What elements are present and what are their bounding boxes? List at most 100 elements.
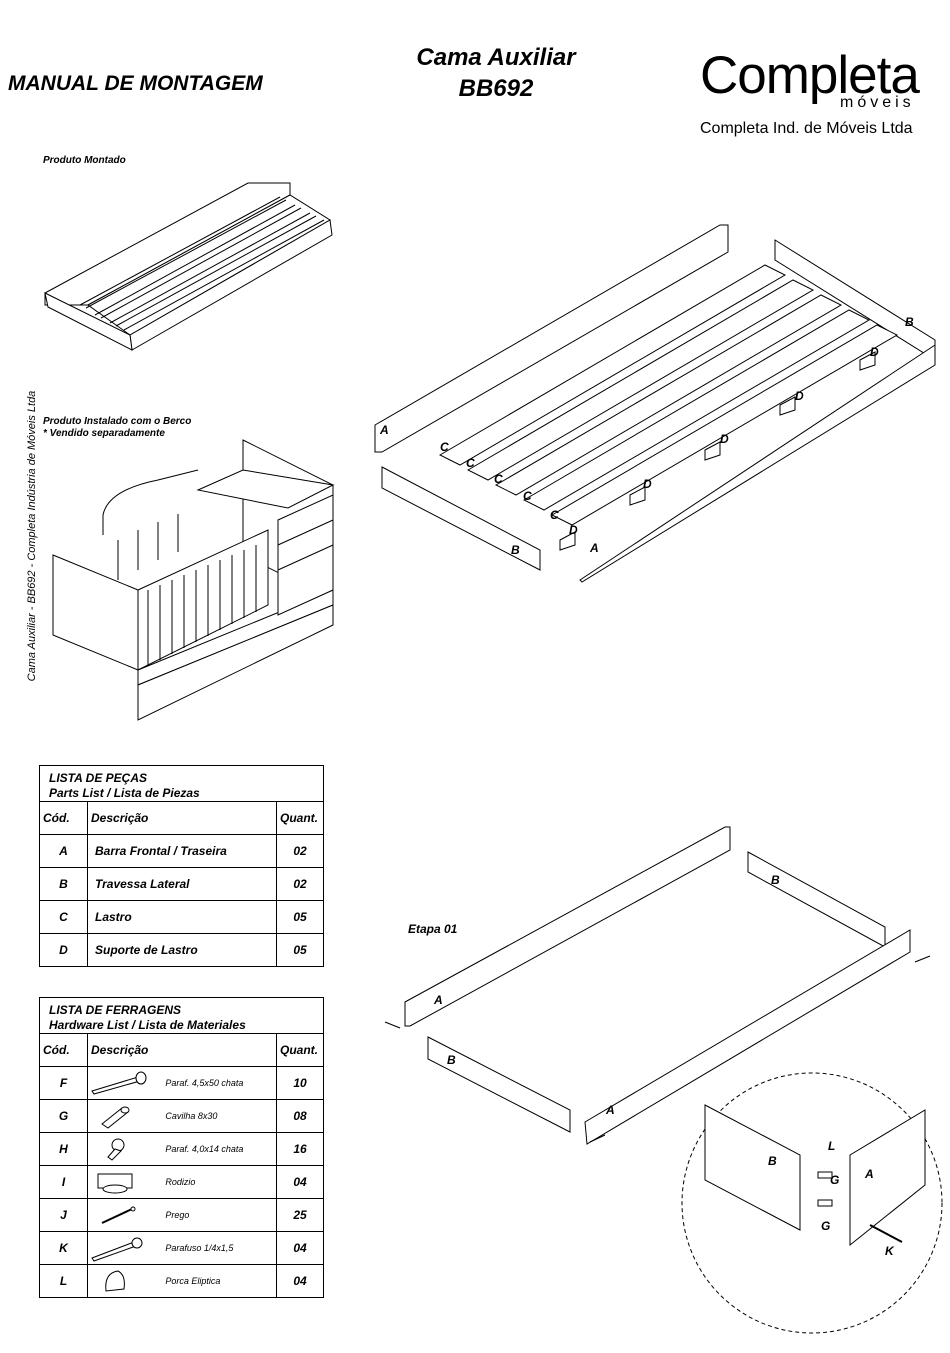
hardware-qty: 16 (276, 1132, 324, 1166)
part-desc: Travessa Lateral (87, 867, 277, 901)
table-row: B Travessa Lateral 02 (39, 867, 324, 901)
nail-icon (101, 1206, 136, 1224)
product-code: BB692 (458, 75, 534, 102)
installed-label-line1: Produto Instalado com o Berco (43, 416, 192, 427)
parts-list-header: LISTA DE PEÇAS Parts List / Lista de Pie… (39, 765, 324, 802)
vertical-credit: Cama Auxiliar - BB692 - Completa Indústr… (26, 390, 38, 682)
diagram-label-g: G (830, 1173, 839, 1187)
installed-label-line2: * Vendido separadamente (43, 428, 165, 439)
brand-company: Completa Ind. de Móveis Ltda (700, 120, 913, 137)
assembled-label: Produto Montado (43, 155, 126, 166)
product-name: Cama Auxiliar (416, 44, 576, 71)
hardware-code: I (39, 1165, 88, 1199)
table-row: K Parafuso 1/4x1,5 04 (39, 1231, 324, 1265)
hardware-qty: 25 (276, 1198, 324, 1232)
hardware-desc: Parafuso 1/4x1,5 (165, 1243, 234, 1254)
diagram-label-b: B (771, 873, 780, 887)
diagram-label-g: G (821, 1219, 830, 1233)
diagram-label-c: C (494, 472, 503, 486)
diagram-label-a: A (864, 1167, 874, 1181)
diagram-label-b: B (447, 1053, 456, 1067)
table-row: F Paraf. 4,5x50 chata 10 (39, 1066, 324, 1100)
table-row: A Barra Frontal / Traseira 02 (39, 834, 324, 868)
diagram-label-d: D (870, 345, 879, 359)
diagram-label-l: L (828, 1139, 835, 1153)
table-row: G Cavilha 8x30 08 (39, 1099, 324, 1133)
diagram-label-c: C (523, 489, 532, 503)
part-code: D (39, 933, 88, 967)
table-row: L Porca Eliptica 04 (39, 1264, 324, 1298)
diagram-label-k: K (885, 1244, 895, 1258)
hardware-desc: Paraf. 4,0x14 chata (165, 1144, 244, 1155)
bolt-icon (91, 1237, 143, 1262)
caster-icon (97, 1173, 133, 1194)
product-title: Cama Auxiliar BB692 (380, 42, 612, 104)
table-row: H Paraf. 4,0x14 chata 16 (39, 1132, 324, 1166)
hardware-code: H (39, 1132, 88, 1166)
table-row: C Lastro 05 (39, 900, 324, 934)
parts-list-subtitle: Parts List / Lista de Piezas (49, 786, 200, 800)
hardware-code: L (39, 1264, 88, 1298)
hardware-desc-cell: Paraf. 4,5x50 chata (87, 1066, 277, 1100)
hardware-qty: 04 (276, 1264, 324, 1298)
step01-assembly-diagram: A A B B (384, 826, 931, 1145)
diagram-label-a: A (589, 541, 599, 555)
hardware-col-code: Cód. (39, 1033, 88, 1067)
hardware-desc: Rodizio (165, 1177, 196, 1188)
part-code: B (39, 867, 88, 901)
part-desc: Barra Frontal / Traseira (87, 834, 277, 868)
hardware-qty: 04 (276, 1231, 324, 1265)
assembled-bed-illustration (44, 182, 333, 351)
hardware-desc: Cavilha 8x30 (165, 1111, 218, 1122)
part-qty: 02 (276, 867, 324, 901)
hardware-code: G (39, 1099, 88, 1133)
diagram-label-d: D (569, 523, 578, 537)
short-screw-icon (107, 1138, 125, 1161)
diagram-label-b: B (768, 1154, 777, 1168)
diagram-label-d: D (795, 389, 804, 403)
diagram-label-c: C (440, 440, 449, 454)
part-desc: Suporte de Lastro (87, 933, 277, 967)
diagram-label-c: C (466, 456, 475, 470)
hardware-list-header: LISTA DE FERRAGENS Hardware List / Lista… (39, 997, 324, 1034)
table-row: I Rodizio 04 (39, 1165, 324, 1199)
parts-col-qty: Quant. (276, 801, 324, 835)
hardware-desc-cell: Rodizio (87, 1165, 277, 1199)
hardware-qty: 08 (276, 1099, 324, 1133)
diagram-label-b: B (511, 543, 520, 557)
parts-list-title: LISTA DE PEÇAS (49, 771, 148, 785)
brand-logo: Completa (700, 46, 920, 105)
diagram-label-b: B (905, 315, 914, 329)
joint-detail-diagram: B A L G G K (681, 1072, 943, 1334)
hardware-code: K (39, 1231, 88, 1265)
crib-illustration (52, 439, 335, 721)
elliptical-nut-icon (105, 1270, 125, 1292)
step-label: Etapa 01 (408, 922, 458, 936)
hardware-list-title: LISTA DE FERRAGENS (49, 1003, 182, 1017)
hardware-desc-cell: Parafuso 1/4x1,5 (87, 1231, 277, 1265)
hardware-col-desc: Descrição (87, 1033, 277, 1067)
hardware-desc: Porca Eliptica (165, 1276, 221, 1287)
manual-title: MANUAL DE MONTAGEM (8, 72, 263, 95)
part-desc: Lastro (87, 900, 277, 934)
hardware-list-subtitle: Hardware List / Lista de Materiales (49, 1018, 246, 1032)
exploded-parts-diagram: A A B B C C C C C D D D D D (374, 224, 936, 583)
dowel-icon (101, 1106, 130, 1129)
hardware-list-table: LISTA DE FERRAGENS Hardware List / Lista… (39, 997, 324, 1298)
hardware-desc-cell: Prego (87, 1198, 277, 1232)
diagram-label-a: A (433, 993, 443, 1007)
hardware-desc: Paraf. 4,5x50 chata (165, 1078, 244, 1089)
parts-col-code: Cód. (39, 801, 88, 835)
brand-subtitle: móveis (840, 94, 915, 111)
part-code: C (39, 900, 88, 934)
hardware-desc: Prego (165, 1210, 190, 1221)
part-qty: 02 (276, 834, 324, 868)
screw-icon (91, 1071, 147, 1095)
diagram-label-a: A (605, 1103, 615, 1117)
hardware-desc-cell: Cavilha 8x30 (87, 1099, 277, 1133)
parts-col-desc: Descrição (87, 801, 277, 835)
hardware-qty: 04 (276, 1165, 324, 1199)
installed-label: Produto Instalado com o Berco * Vendido … (43, 416, 191, 440)
part-code: A (39, 834, 88, 868)
hardware-code: F (39, 1066, 88, 1100)
